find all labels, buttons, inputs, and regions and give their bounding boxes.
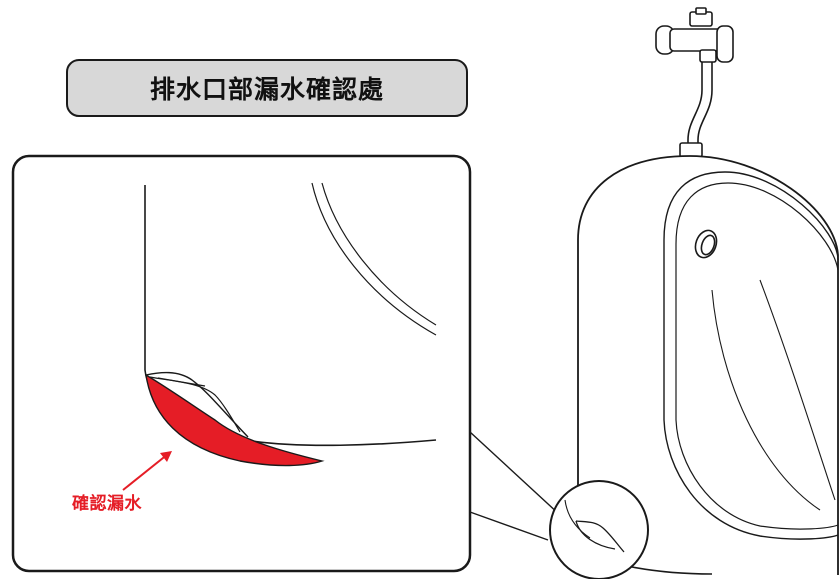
urinal-body [577,155,839,575]
urinal-basin-rim-inner [675,182,839,271]
supply-pipe [687,62,703,145]
drain-lip-outer [145,371,249,438]
urinal-icon [577,7,839,575]
title-banner: 排水口部漏水確認處 [66,59,468,117]
magnifier-circle-icon [549,480,649,579]
basin-back-line-2 [759,279,836,501]
spreader-outlet-inner [700,234,716,256]
page-title: 排水口部漏水確認處 [149,75,384,104]
leak-pointer-arrow [122,451,172,491]
basin-inner-line-1 [311,182,437,336]
pipe-coupling [679,142,703,158]
urinal-basin-rim [663,171,839,261]
spreader-outlet [694,229,718,259]
leak-area-highlight [145,373,325,467]
supply-pipe-edge [697,62,713,145]
basin-back-line-1 [711,289,821,511]
urinal-basin-left-inner [675,244,839,530]
leak-check-label: 確認漏水 [72,494,142,514]
zoom-connector-lines [469,431,561,541]
drain-lip-inner [157,377,206,387]
basin-inner-line-2 [321,182,437,326]
detail-panel-frame [11,154,472,573]
urinal-basin-left [663,240,839,540]
flush-valve-icon [655,7,734,63]
detail-panel [11,154,472,573]
